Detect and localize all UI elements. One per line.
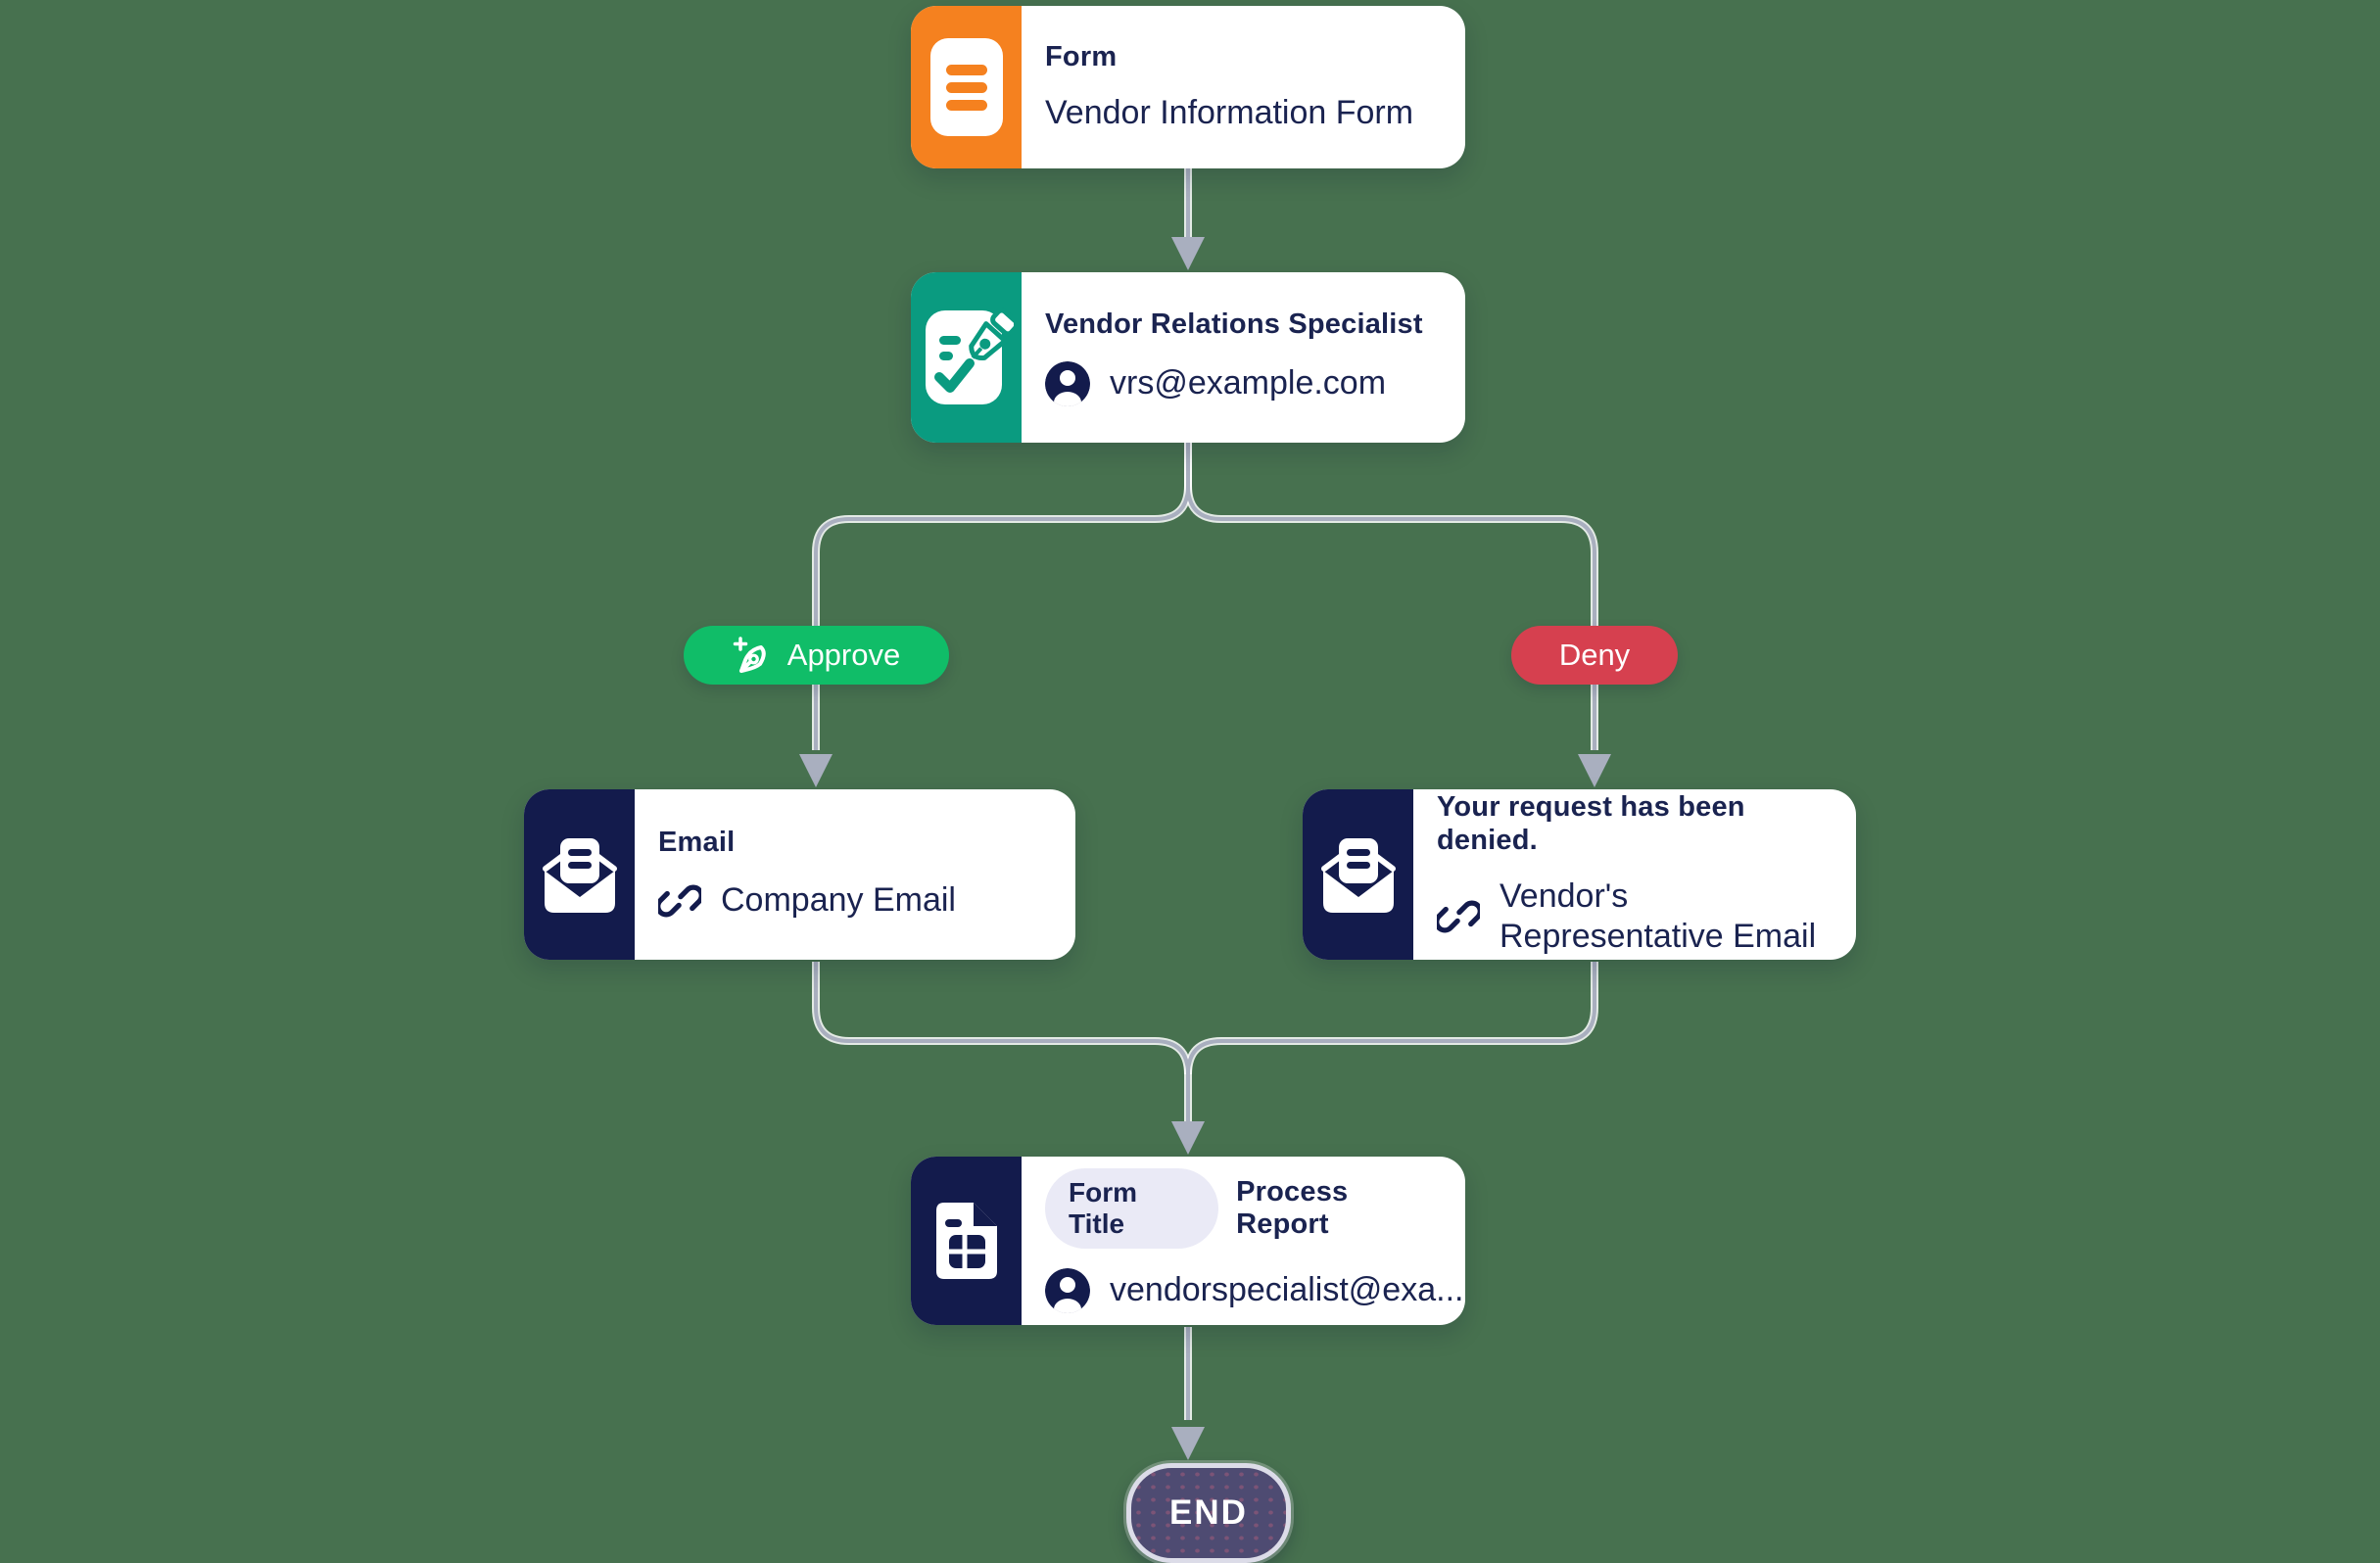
node-approve-email[interactable]: Email Company Email bbox=[524, 789, 1075, 960]
form-icon bbox=[911, 6, 1022, 168]
node-deny-email[interactable]: Your request has been denied. Vendor's R… bbox=[1303, 789, 1856, 960]
node-title: Process Report bbox=[1236, 1175, 1349, 1240]
node-email: vrs@example.com bbox=[1110, 363, 1387, 402]
pen-plus-icon bbox=[733, 635, 774, 676]
branch-deny[interactable]: Deny bbox=[1511, 626, 1678, 685]
connector-lines bbox=[814, 168, 1596, 1420]
branch-label: Deny bbox=[1558, 638, 1631, 672]
node-value: Vendor Information Form bbox=[1045, 93, 1414, 131]
node-form[interactable]: Form Vendor Information Form bbox=[911, 6, 1465, 168]
node-value: Vendor's Representative Email bbox=[1499, 876, 1817, 956]
link-icon bbox=[658, 879, 701, 923]
person-icon bbox=[1045, 360, 1090, 406]
node-approver-specialist[interactable]: Vendor Relations Specialist vrs@example.… bbox=[911, 272, 1465, 443]
end-terminal[interactable]: END bbox=[1126, 1463, 1291, 1563]
link-icon bbox=[1437, 895, 1480, 938]
node-title: Form bbox=[1045, 40, 1118, 72]
node-process-report[interactable]: Form Title Process Report vendorspeciali… bbox=[911, 1157, 1465, 1325]
signature-check-icon bbox=[911, 272, 1022, 443]
node-value: Company Email bbox=[721, 880, 956, 919]
end-label: END bbox=[1169, 1493, 1248, 1532]
branch-label: Approve bbox=[786, 638, 901, 672]
arrow-down-icon bbox=[799, 237, 1611, 1460]
branch-approve[interactable]: Approve bbox=[684, 626, 949, 685]
node-title: Vendor Relations Specialist bbox=[1045, 308, 1423, 341]
person-icon bbox=[1045, 1268, 1090, 1313]
node-title: Email bbox=[658, 827, 736, 859]
form-title-badge: Form Title bbox=[1045, 1168, 1219, 1249]
spreadsheet-report-icon bbox=[911, 1157, 1022, 1325]
mail-open-icon bbox=[1303, 789, 1413, 960]
node-email: vendorspecialist@exa... bbox=[1110, 1271, 1464, 1309]
mail-open-icon bbox=[524, 789, 635, 960]
node-title: Your request has been denied. bbox=[1437, 791, 1745, 856]
